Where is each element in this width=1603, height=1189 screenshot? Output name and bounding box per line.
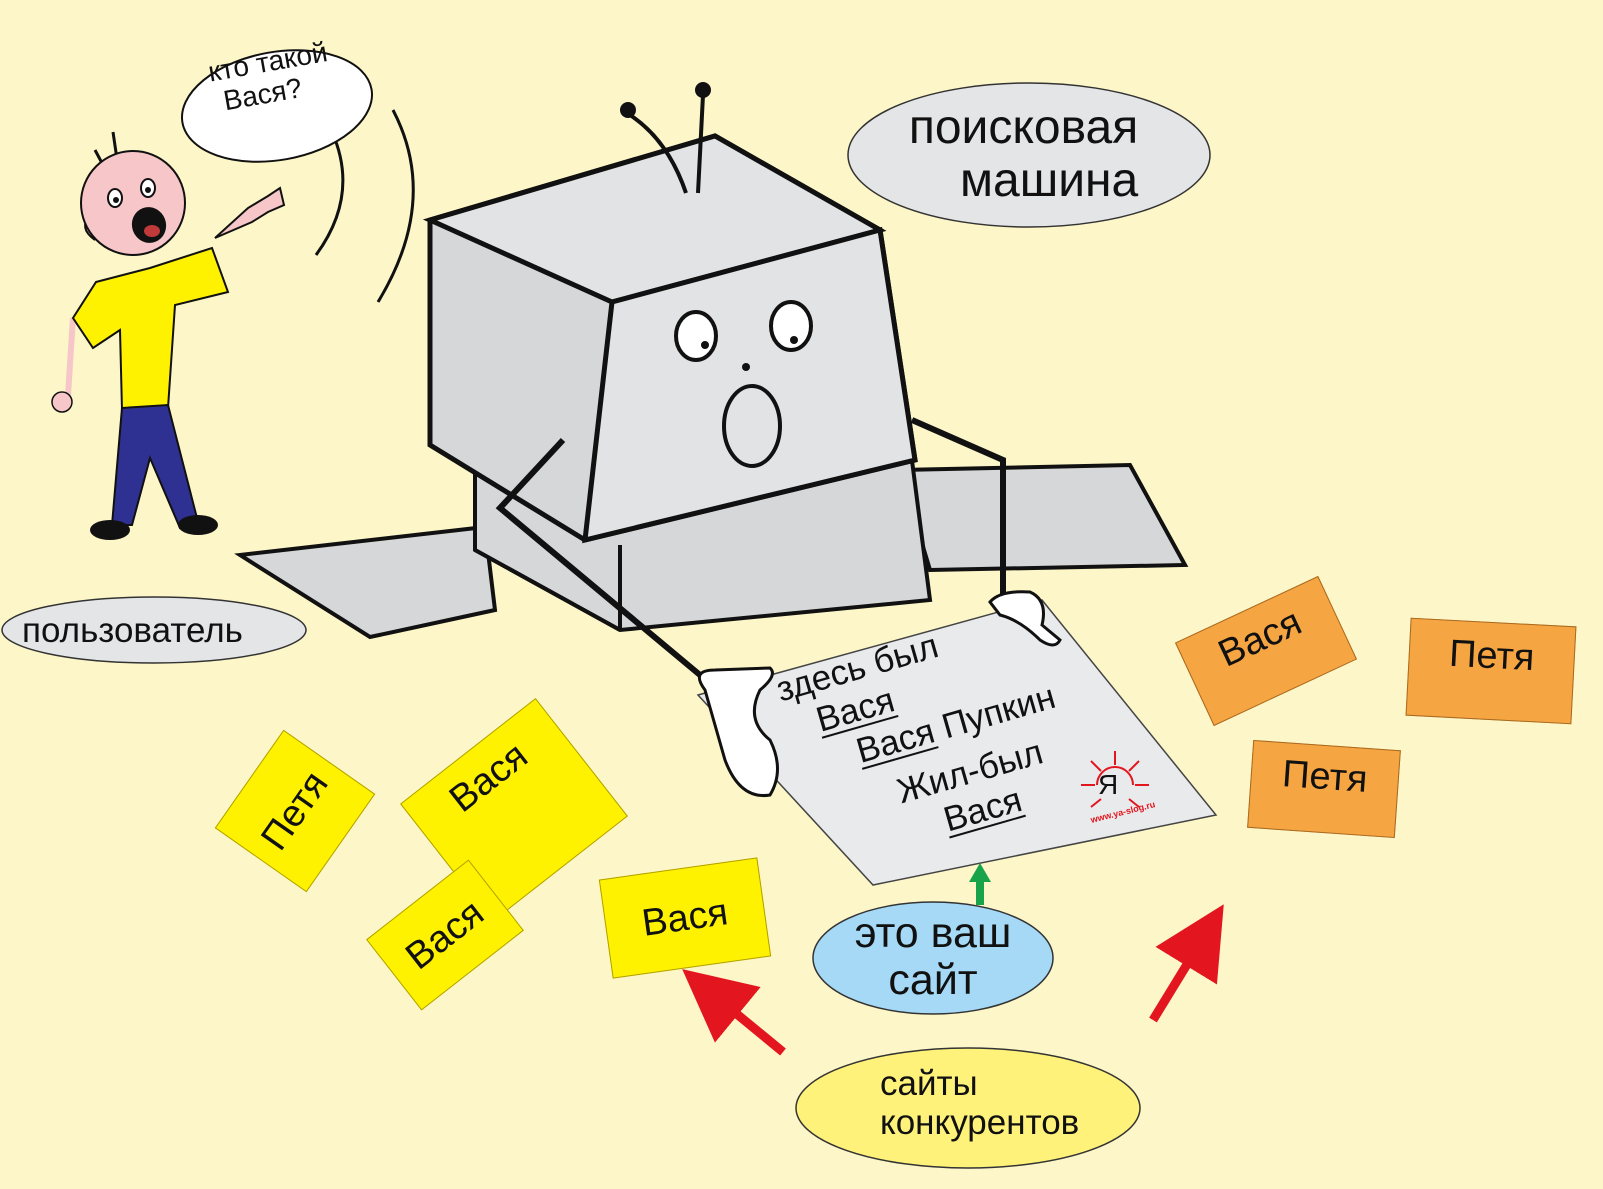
your-site-line-2: сайт — [888, 956, 978, 1005]
user-pants — [110, 403, 200, 530]
speech-bubble-icon — [180, 49, 374, 163]
user-shirt — [71, 246, 230, 412]
competitors-line-2: конкурентов — [880, 1102, 1080, 1142]
user-head — [80, 150, 186, 256]
robot-right-arm — [910, 417, 1006, 600]
search-engine-line-2: машина — [960, 153, 1139, 207]
user-label: пользователь — [22, 611, 243, 650]
robot-figure — [234, 82, 1189, 678]
robot-right-hand — [988, 590, 1062, 647]
search-engine-label: поисковая машина — [905, 101, 1139, 208]
robot-left-hand — [697, 666, 779, 798]
robot-right-panel — [897, 462, 1189, 573]
user-label-bubble — [1, 596, 307, 664]
antenna-icon — [628, 113, 688, 194]
card-orange-3: Петя — [1247, 739, 1401, 839]
sun-logo-icon — [1081, 751, 1149, 808]
your-site-bubble — [812, 901, 1054, 1015]
sound-wave-icon — [376, 109, 415, 303]
results-paper — [696, 599, 1218, 886]
your-site-label: это ваш сайт — [848, 909, 1018, 1005]
competitors-label: сайты конкурентов — [880, 1064, 1080, 1142]
sound-wave-icon — [314, 131, 345, 256]
search-engine-line-1: поисковая — [908, 101, 1139, 154]
competitors-line-1: сайты — [880, 1064, 978, 1103]
arrow-to-right-cards-icon — [1149, 904, 1224, 1023]
competitors-bubble — [795, 1047, 1141, 1169]
robot-left-panel — [234, 524, 498, 640]
user-figure — [51, 131, 286, 540]
arrow-to-left-card-icon — [682, 969, 786, 1056]
robot-left-arm — [495, 437, 702, 678]
card-orange-2: Петя — [1405, 617, 1577, 725]
search-engine-bubble — [847, 82, 1211, 228]
your-site-line-1: это ваш — [854, 909, 1012, 957]
logo-letter: Я — [1098, 769, 1119, 800]
arrow-up-icon — [969, 863, 991, 905]
